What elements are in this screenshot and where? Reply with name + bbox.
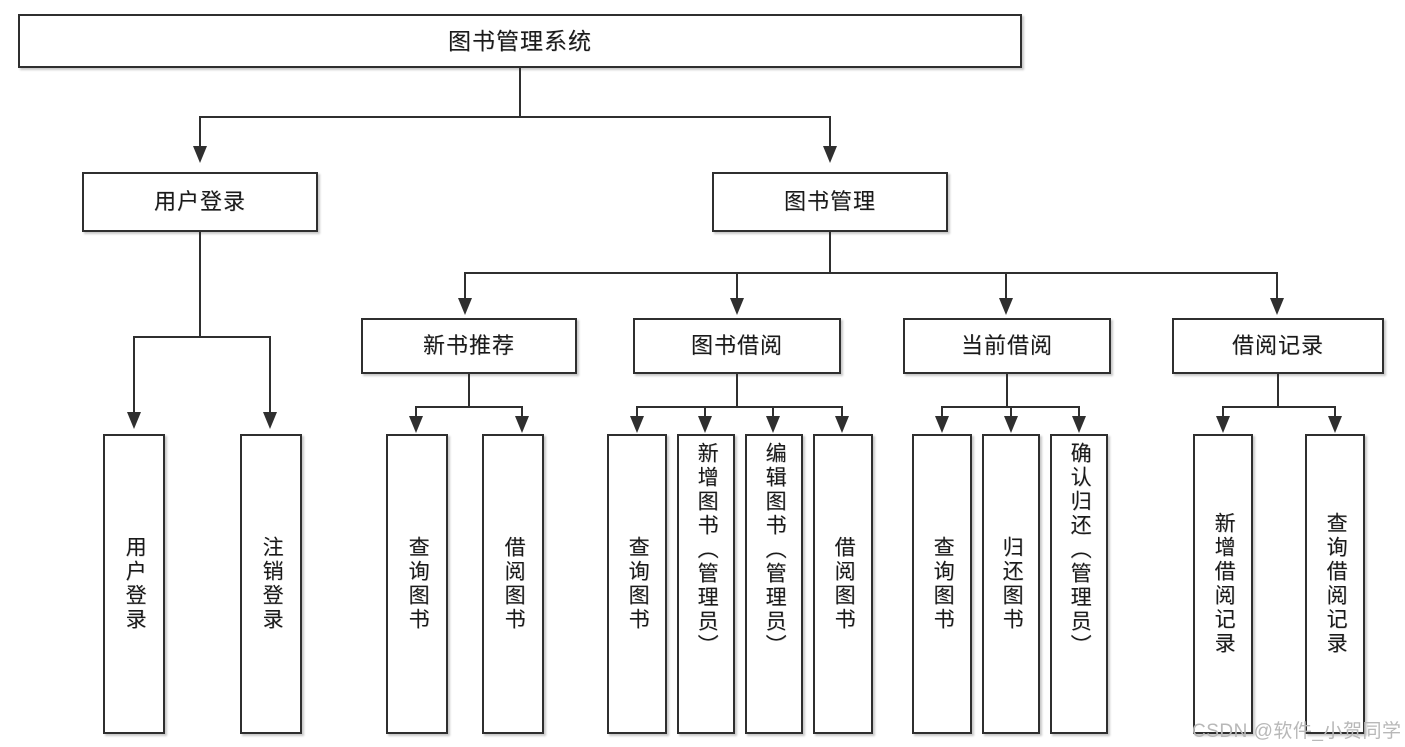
- connector-drop-new-book: [464, 272, 466, 298]
- connector-book-manage-bus: [464, 272, 1278, 274]
- leaf-confirm-return-admin[interactable]: 确认归还（管理员）: [1050, 434, 1108, 734]
- connector-root-stem: [519, 68, 521, 116]
- node-label: 确认归还（管理员）: [1068, 442, 1092, 658]
- node-label: 图书借阅: [690, 333, 783, 359]
- node-label: 图书管理系统: [448, 27, 592, 54]
- arrow-leaf-12: [1216, 416, 1230, 433]
- node-label: 当前借阅: [960, 333, 1053, 359]
- node-label: 借阅记录: [1231, 333, 1324, 359]
- connector-user-login-bus: [133, 336, 269, 338]
- node-user-login[interactable]: 用户登录: [82, 172, 318, 232]
- node-label: 新书推荐: [422, 333, 515, 359]
- connector-drop-record: [1276, 272, 1278, 298]
- arrow-leaf-13: [1328, 416, 1342, 433]
- arrow-leaf-7: [766, 416, 780, 433]
- arrow-book-manage: [823, 146, 837, 163]
- node-label: 借阅图书: [832, 536, 856, 632]
- node-label: 查询借阅记录: [1324, 512, 1348, 656]
- connector-borrow-stem: [736, 374, 738, 406]
- connector-drop-leaf-9: [941, 406, 943, 416]
- leaf-query-book-current[interactable]: 查询图书: [912, 434, 972, 734]
- leaf-logout[interactable]: 注销登录: [240, 434, 302, 734]
- connector-current-stem: [1006, 374, 1008, 406]
- node-label: 用户登录: [123, 536, 147, 632]
- arrow-new-book: [458, 298, 472, 315]
- connector-drop-leaf-10: [1010, 406, 1012, 416]
- node-label: 查询图书: [931, 536, 955, 632]
- leaf-return-book[interactable]: 归还图书: [982, 434, 1040, 734]
- node-label: 查询图书: [626, 536, 650, 632]
- connector-user-login-stem: [199, 232, 201, 336]
- node-book-management[interactable]: 图书管理: [712, 172, 948, 232]
- arrow-leaf-6: [698, 416, 712, 433]
- node-label: 查询图书: [406, 536, 430, 632]
- arrow-borrow: [730, 298, 744, 315]
- connector-drop-user-login: [199, 116, 201, 146]
- connector-drop-leaf-5: [636, 406, 638, 416]
- node-label: 归还图书: [1000, 536, 1024, 632]
- connector-drop-leaf-1: [133, 336, 135, 412]
- node-root-system[interactable]: 图书管理系统: [18, 14, 1022, 68]
- connector-drop-leaf-12: [1222, 406, 1224, 416]
- leaf-add-borrow-record[interactable]: 新增借阅记录: [1193, 434, 1253, 734]
- node-label: 借阅图书: [502, 536, 526, 632]
- node-label: 新增借阅记录: [1212, 512, 1236, 656]
- node-current-borrow[interactable]: 当前借阅: [903, 318, 1111, 374]
- connector-drop-leaf-2: [269, 336, 271, 412]
- leaf-query-book-recommend[interactable]: 查询图书: [386, 434, 448, 734]
- connector-record-bus: [1222, 406, 1336, 408]
- connector-drop-leaf-8: [841, 406, 843, 416]
- arrow-leaf-9: [935, 416, 949, 433]
- arrow-leaf-11: [1072, 416, 1086, 433]
- arrow-leaf-5: [630, 416, 644, 433]
- arrow-leaf-2: [263, 412, 277, 429]
- connector-drop-leaf-11: [1078, 406, 1080, 416]
- node-label: 用户登录: [153, 189, 246, 215]
- connector-root-bus: [199, 116, 831, 118]
- leaf-borrow-book[interactable]: 借阅图书: [813, 434, 873, 734]
- connector-drop-leaf-13: [1334, 406, 1336, 416]
- leaf-borrow-book-recommend[interactable]: 借阅图书: [482, 434, 544, 734]
- node-book-borrow[interactable]: 图书借阅: [633, 318, 841, 374]
- connector-drop-book-manage: [829, 116, 831, 146]
- connector-recommend-bus: [415, 406, 523, 408]
- connector-book-manage-stem: [829, 232, 831, 272]
- leaf-user-login[interactable]: 用户登录: [103, 434, 165, 734]
- leaf-edit-book-admin[interactable]: 编辑图书（管理员）: [745, 434, 803, 734]
- arrow-leaf-1: [127, 412, 141, 429]
- arrow-leaf-4: [515, 416, 529, 433]
- leaf-add-book-admin[interactable]: 新增图书（管理员）: [677, 434, 735, 734]
- arrow-leaf-8: [835, 416, 849, 433]
- node-label: 注销登录: [260, 536, 284, 632]
- leaf-query-borrow-record[interactable]: 查询借阅记录: [1305, 434, 1365, 734]
- connector-recommend-stem: [468, 374, 470, 406]
- arrow-current: [999, 298, 1013, 315]
- arrow-user-login: [193, 146, 207, 163]
- leaf-query-book-borrow[interactable]: 查询图书: [607, 434, 667, 734]
- connector-drop-borrow: [736, 272, 738, 298]
- connector-drop-leaf-4: [521, 406, 523, 416]
- arrow-leaf-3: [409, 416, 423, 433]
- node-borrow-record[interactable]: 借阅记录: [1172, 318, 1384, 374]
- arrow-record: [1270, 298, 1284, 315]
- connector-drop-leaf-6: [704, 406, 706, 416]
- node-label: 图书管理: [783, 189, 876, 215]
- node-label: 新增图书（管理员）: [695, 442, 719, 658]
- arrow-leaf-10: [1004, 416, 1018, 433]
- connector-drop-leaf-7: [772, 406, 774, 416]
- node-label: 编辑图书（管理员）: [763, 442, 787, 658]
- connector-drop-current: [1005, 272, 1007, 298]
- connector-borrow-bus: [636, 406, 843, 408]
- connector-record-stem: [1277, 374, 1279, 406]
- connector-drop-leaf-3: [415, 406, 417, 416]
- node-new-book-recommend[interactable]: 新书推荐: [361, 318, 577, 374]
